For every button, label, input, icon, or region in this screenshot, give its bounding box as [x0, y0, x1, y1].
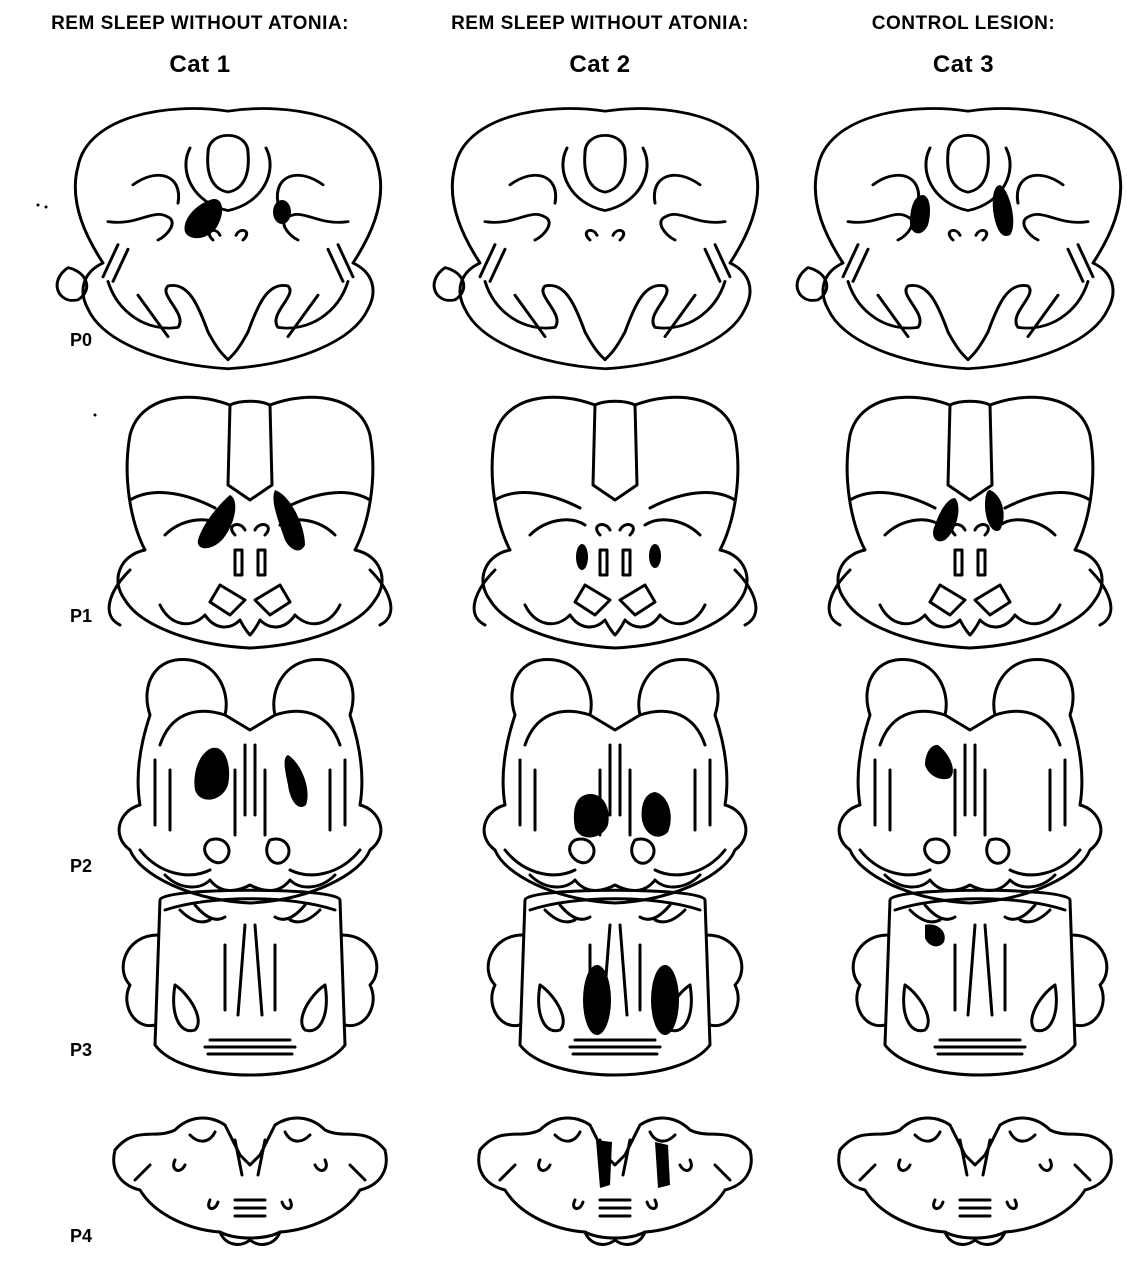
lesion-cat2-p4-right	[655, 1142, 670, 1188]
section-cat1-p1	[109, 397, 391, 648]
section-cat2-p0	[434, 109, 758, 369]
lesion-cat2-p2-right	[642, 792, 671, 837]
section-cat3-p1	[829, 397, 1111, 648]
section-cat3-p2	[839, 659, 1101, 903]
lesion-cat2-p3-left	[583, 965, 611, 1035]
lesion-cat1-p2-left	[194, 748, 229, 800]
lesion-cat2-p4-left	[596, 1140, 612, 1188]
scan-dot	[37, 204, 40, 207]
section-cat2-p4	[479, 1118, 752, 1244]
section-cat2-p1	[474, 397, 756, 648]
section-cat1-p3	[123, 890, 377, 1075]
lesion-cat2-p1-right	[649, 544, 661, 568]
lesion-cat1-p2-right	[285, 755, 308, 807]
lesion-cat3-p2-left	[925, 745, 953, 779]
lesion-cat2-p1-left	[576, 544, 588, 570]
lesion-cat2-p2-left	[574, 794, 609, 837]
section-cat3-p4	[839, 1118, 1112, 1244]
scan-dot	[94, 414, 97, 417]
scan-dot	[45, 206, 48, 209]
section-cat1-p0	[57, 109, 381, 369]
lesion-cat3-p0-right	[993, 185, 1014, 236]
section-cat1-p4	[114, 1118, 387, 1244]
lesion-cat2-p3-right	[651, 965, 679, 1035]
section-cat1-p2	[119, 659, 381, 903]
section-cat2-p3	[488, 890, 742, 1075]
section-cat2-p2	[484, 659, 746, 903]
lesion-cat3-p3-left	[925, 924, 945, 946]
lesion-cat1-p0-right	[273, 200, 291, 224]
section-cat3-p0	[797, 109, 1121, 369]
lesion-cat3-p0-left	[910, 195, 930, 233]
section-cat3-p3	[853, 890, 1107, 1075]
